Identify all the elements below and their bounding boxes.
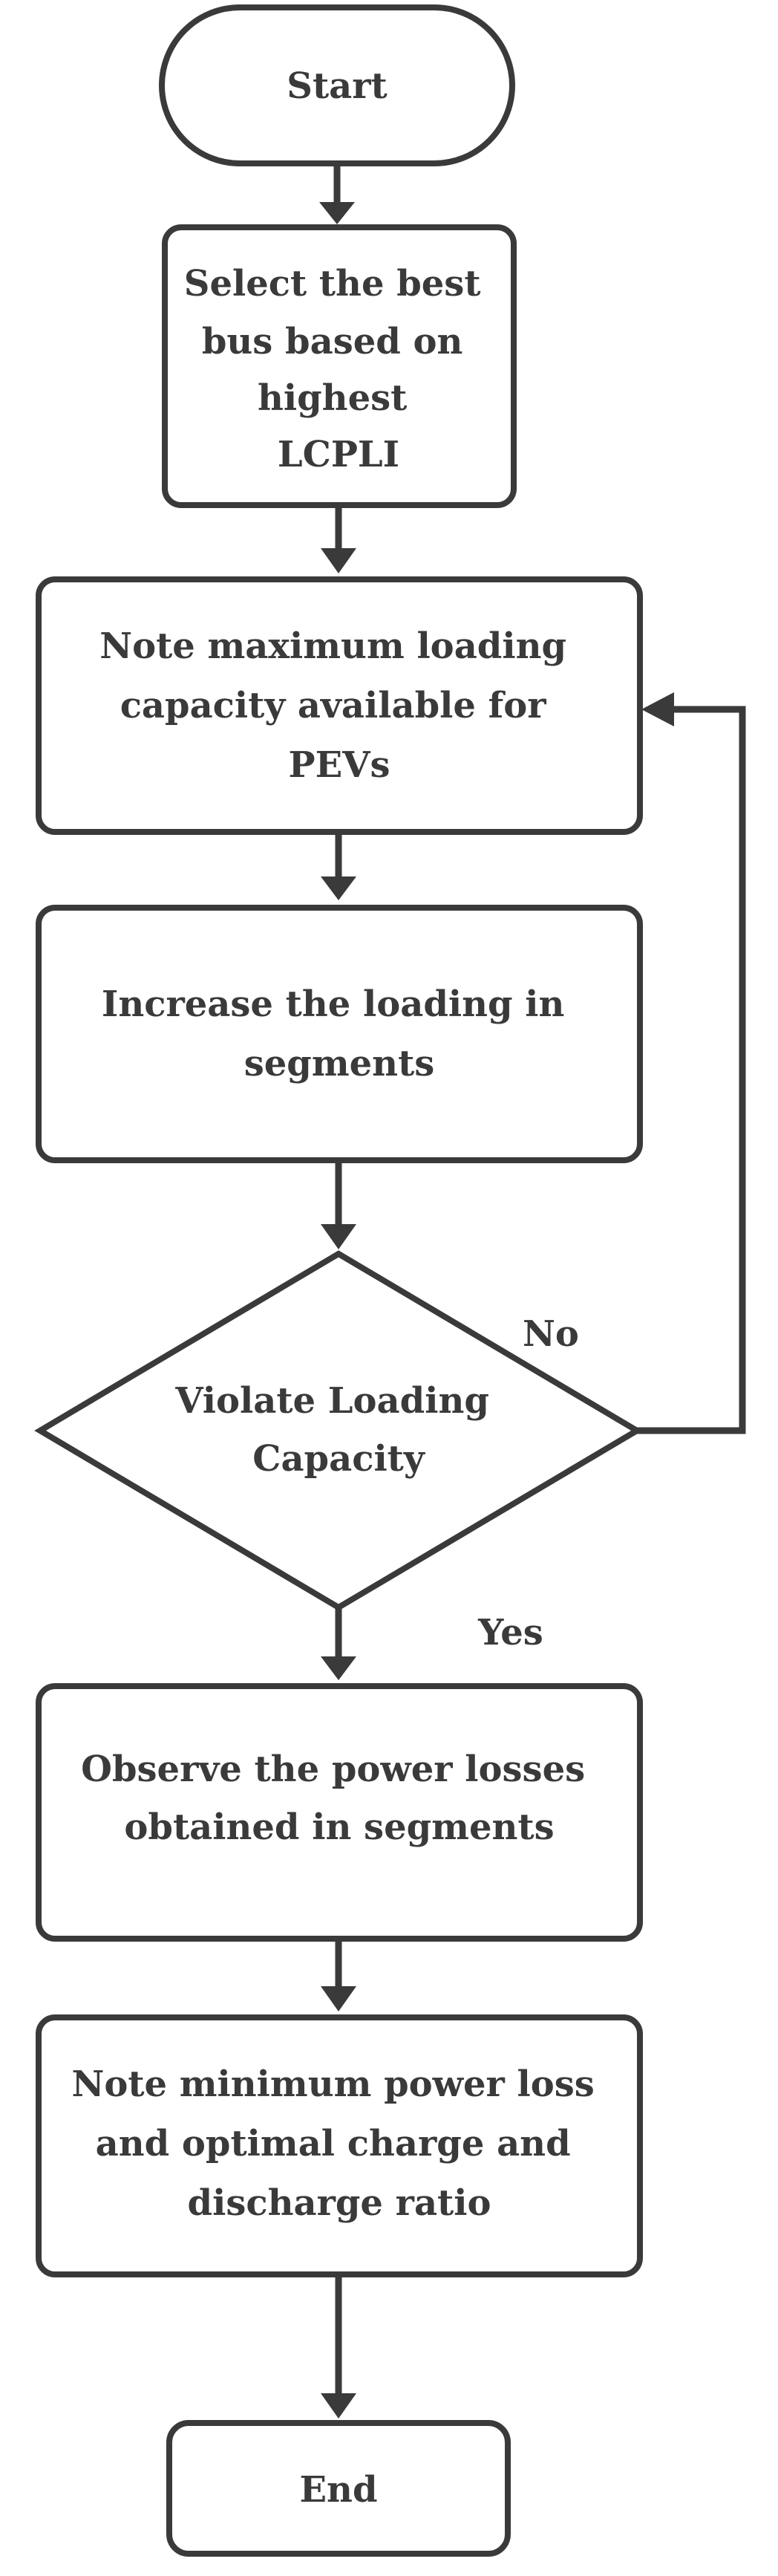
increase-loading-box (36, 905, 643, 1163)
select-bus-text: Select the best bus based on highest LCP… (184, 263, 493, 475)
decision-diamond (34, 1250, 643, 1611)
increase-loading-line: Increase the loading in (102, 983, 565, 1025)
arrowhead (321, 876, 356, 900)
select-bus-line: Select the best (184, 263, 481, 305)
connector-increase-to-decision (321, 1160, 356, 1249)
note-min-loss-line: discharge ratio (188, 2182, 491, 2224)
increase-loading-process: Increase the loading in segments (36, 905, 643, 1163)
arrowhead (321, 1986, 356, 2011)
yes-label: Yes (477, 1612, 543, 1653)
decision-line: Violate Loading (174, 1380, 489, 1422)
note-max-loading-text: Note maximum loading capacity available … (99, 625, 579, 786)
note-min-loss-line: Note minimum power loss (71, 2063, 594, 2105)
select-bus-line: highest (258, 377, 407, 419)
select-bus-process: Select the best bus based on highest LCP… (162, 224, 517, 508)
end-label: End (299, 2469, 377, 2511)
note-min-loss-text: Note minimum power loss and optimal char… (71, 2063, 607, 2224)
select-bus-line: LCPLI (278, 434, 399, 475)
observe-losses-text: Observe the power losses obtained in seg… (81, 1749, 598, 1848)
connector-observe-to-note-min (321, 1939, 356, 2011)
start-label: Start (287, 65, 387, 107)
end-shape (166, 2420, 511, 2557)
arrowhead (641, 692, 674, 726)
arrowhead (321, 548, 356, 573)
no-label: No (523, 1313, 579, 1355)
decision-line: Capacity (252, 1438, 426, 1480)
arrowhead (321, 1656, 356, 1680)
increase-loading-line: segments (244, 1043, 435, 1084)
observe-losses-process: Observe the power losses obtained in seg… (36, 1683, 643, 1942)
connector-no-loop (637, 692, 746, 1434)
note-max-loading-line: capacity available for (120, 685, 547, 726)
connector-decision-to-observe (321, 1607, 356, 1680)
connector-note-max-to-increase (321, 832, 356, 900)
arrowhead (319, 202, 355, 224)
connector-note-min-to-end (321, 2274, 356, 2419)
violate-loading-decision: Violate Loading Capacity (34, 1250, 643, 1611)
note-max-loading-process: Note maximum loading capacity available … (36, 576, 643, 835)
increase-loading-text: Increase the loading in segments (102, 983, 577, 1084)
select-bus-line: bus based on (202, 321, 463, 362)
arrowhead (321, 2393, 356, 2419)
end-terminal: End (166, 2420, 511, 2557)
note-min-loss-process: Note minimum power loss and optimal char… (36, 2014, 643, 2277)
connector-select-to-note-max (321, 505, 356, 573)
connector-start-to-select (319, 163, 355, 224)
decision-text: Violate Loading Capacity (174, 1380, 501, 1480)
observe-losses-line: obtained in segments (124, 1806, 554, 1848)
observe-losses-line: Observe the power losses (81, 1749, 585, 1790)
note-min-loss-line: and optimal charge and (96, 2123, 571, 2164)
start-terminal: Start (159, 4, 515, 166)
arrowhead (321, 1224, 356, 1249)
note-max-loading-line: PEVs (289, 744, 390, 786)
note-max-loading-line: Note maximum loading (99, 625, 566, 667)
